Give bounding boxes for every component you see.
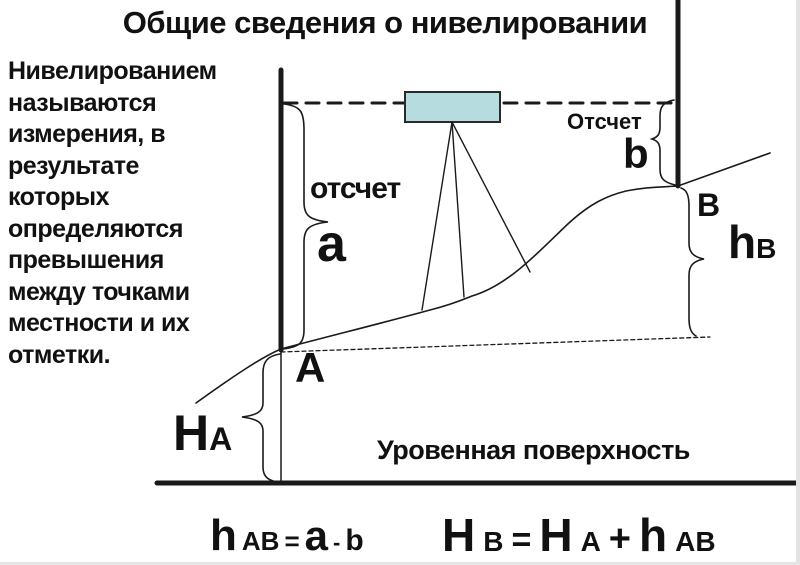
- terrain-line: [195, 152, 771, 404]
- height-hb-sub: B: [756, 233, 777, 264]
- brace-reading-b: [649, 99, 676, 186]
- formula-elevation-b: b: [345, 524, 364, 557]
- ground-level-dotted-line: [280, 336, 711, 353]
- reading-label-right: Отсчет: [567, 109, 642, 134]
- height-ha-sub: A: [209, 421, 233, 457]
- formula-elevation-eq: =: [284, 526, 300, 556]
- tripod-leg-middle: [451, 121, 465, 298]
- reading-label-left: отсчет: [310, 172, 401, 205]
- point-a-label: A: [295, 344, 326, 391]
- formula-height-hsub: AB: [675, 526, 716, 557]
- formula-elevation-minus: -: [333, 530, 341, 555]
- formula-height-plus: +: [608, 518, 631, 560]
- level-instrument: [404, 91, 501, 123]
- formula-elevation-hsub: AB: [241, 526, 280, 556]
- screenshot-bottom-edge: [0, 562, 800, 565]
- height-ha-main: H: [173, 405, 210, 461]
- brace-height-hb: [680, 187, 705, 337]
- formula-height-eq: =: [511, 521, 532, 559]
- formula-height-H2: H: [539, 509, 573, 561]
- brace-height-ha: [241, 353, 283, 484]
- tripod-leg-left: [421, 121, 453, 311]
- height-hb-main: h: [728, 216, 757, 268]
- screenshot-right-edge: [796, 0, 800, 565]
- formula-elevation-a: a: [304, 512, 328, 559]
- formula-height-H1sub: B: [483, 526, 504, 557]
- formula-height-h: h: [639, 509, 668, 561]
- page-title: Общие сведения о нивелировании: [122, 5, 648, 40]
- reading-b-label: b: [623, 130, 649, 177]
- formula-height-H2sub: A: [580, 526, 601, 557]
- brace-reading-a: [282, 103, 329, 350]
- tripod-leg-right: [451, 121, 531, 273]
- level-surface-label: Уровенная поверхность: [377, 435, 690, 465]
- formula-height-H1: H: [442, 509, 476, 561]
- point-b-label: B: [697, 187, 721, 223]
- definition-text: Нивелированием называются измерения, в р…: [8, 57, 217, 369]
- reading-a-label: a: [317, 215, 346, 273]
- formula-elevation-h: h: [210, 511, 237, 560]
